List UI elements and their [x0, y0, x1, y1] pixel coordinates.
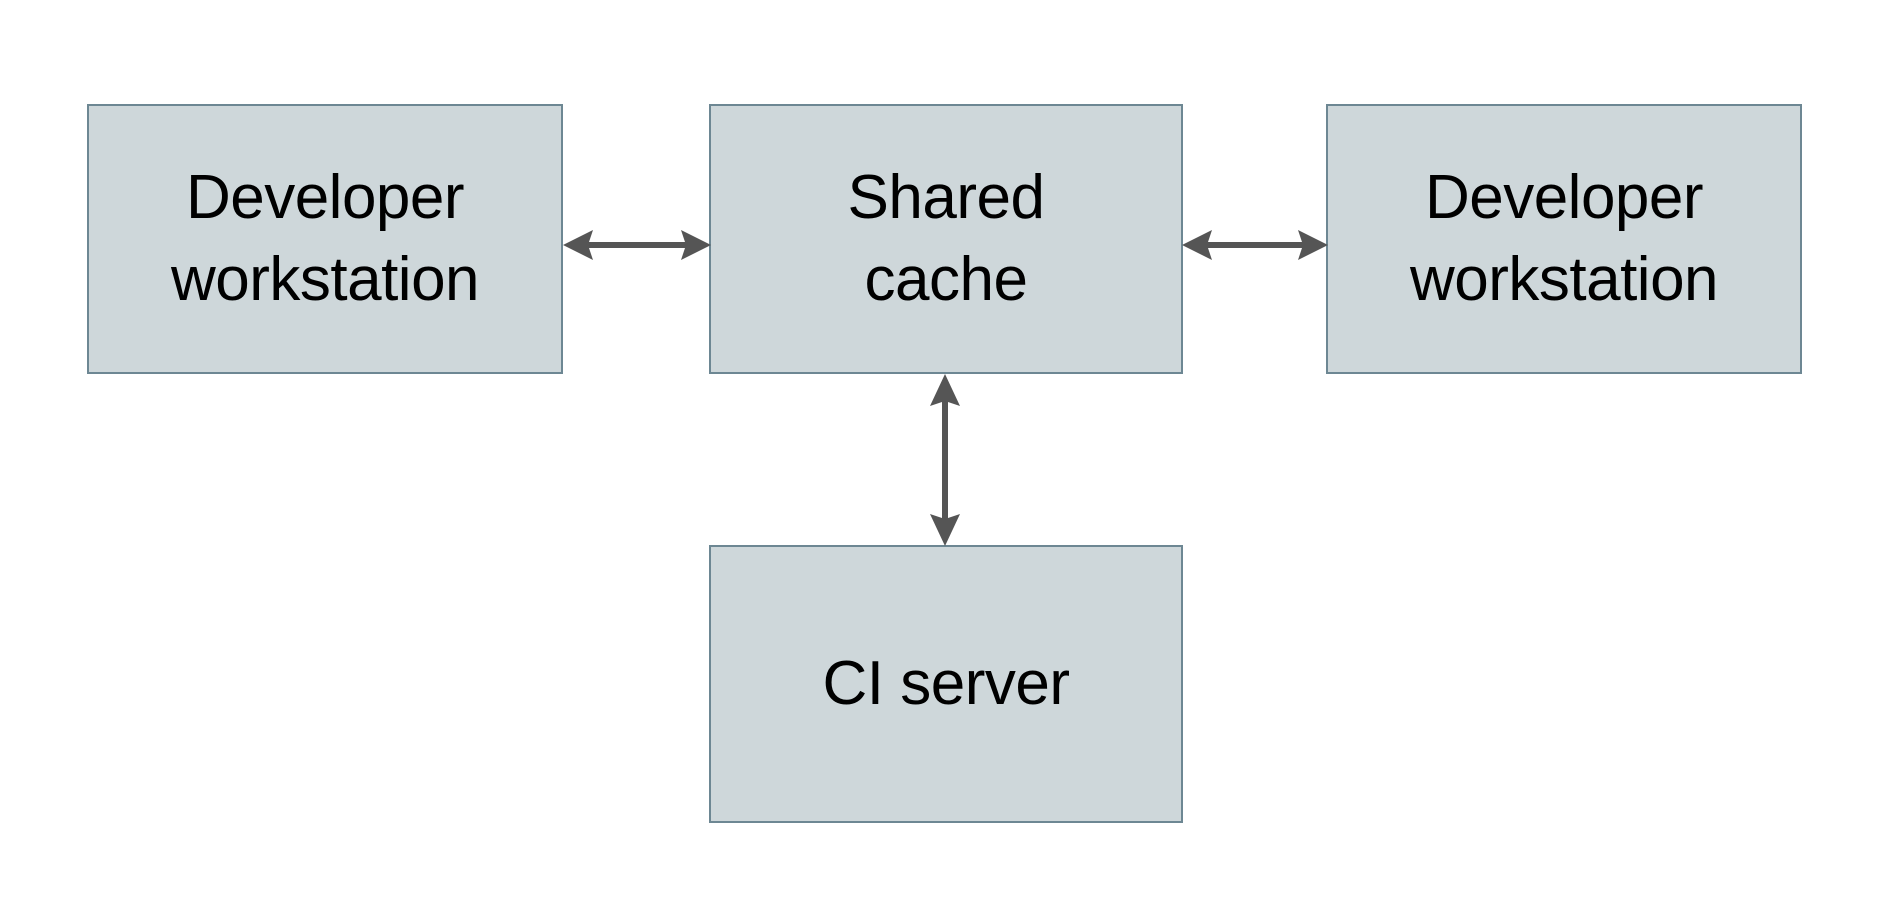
connector-shared-cache-to-developer-right — [1182, 222, 1328, 268]
node-label: Developer workstation — [1409, 163, 1719, 314]
double-arrow-icon — [930, 374, 960, 546]
connector-developer-left-to-shared-cache — [563, 222, 711, 268]
node-ci-server[interactable]: CI server — [709, 545, 1183, 823]
node-label: Developer workstation — [170, 163, 480, 314]
node-shared-cache[interactable]: Shared cache — [709, 104, 1183, 374]
double-arrow-icon — [1182, 230, 1328, 260]
node-label: Shared cache — [847, 163, 1045, 314]
node-label: CI server — [822, 649, 1070, 719]
connector-shared-cache-to-ci-server — [922, 374, 968, 546]
node-developer-workstation-left[interactable]: Developer workstation — [87, 104, 563, 374]
double-arrow-icon — [563, 230, 711, 260]
node-developer-workstation-right[interactable]: Developer workstation — [1326, 104, 1802, 374]
